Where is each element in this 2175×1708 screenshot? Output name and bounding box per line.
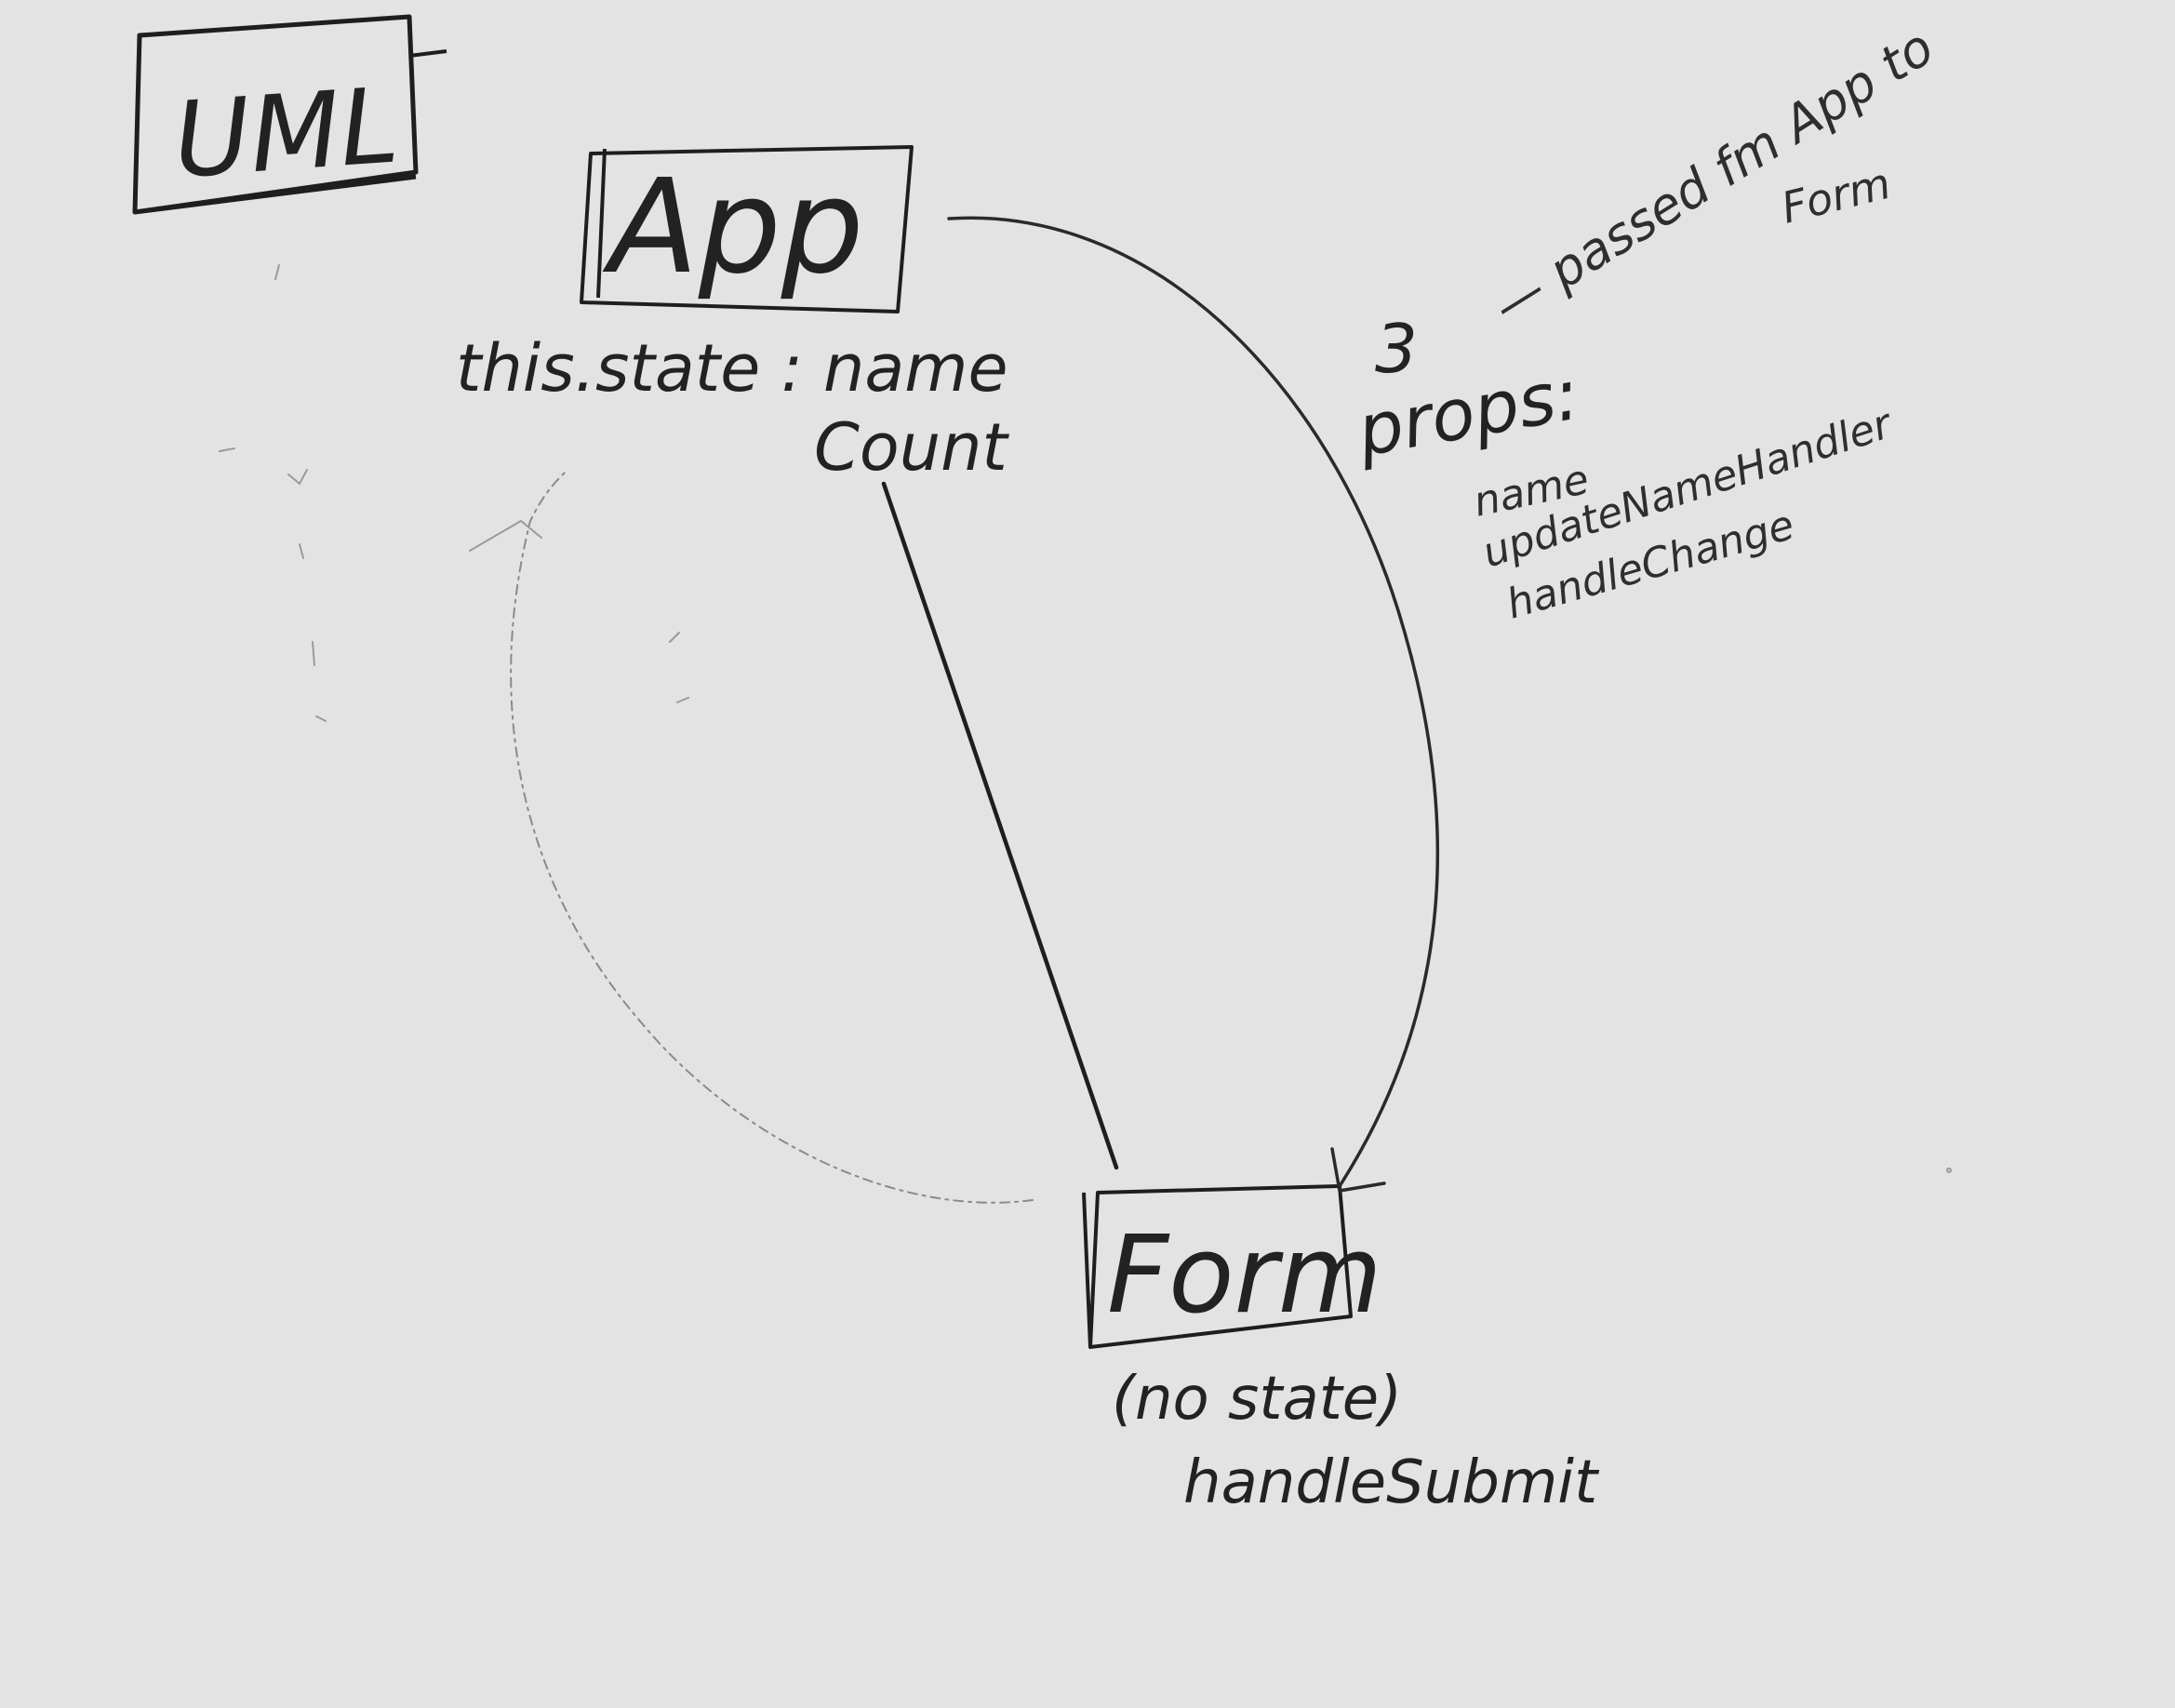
app-label: App [602, 152, 864, 303]
app-node: App this.state : name Count [456, 145, 1009, 486]
props-annotation: 3 props: name updateNameHandler handleCh… [1351, 18, 1943, 629]
form-state-note: (no state) [1112, 1365, 1402, 1434]
form-node: Form (no state) handleSubmit [1082, 1184, 1600, 1517]
faint-marks [219, 264, 1952, 1173]
uml-title-text: UML [170, 65, 402, 201]
app-state-field-count: Count [814, 409, 1009, 486]
form-label: Form [1107, 1213, 1382, 1338]
props-arrow-curve [947, 216, 1440, 1188]
props-arrow [947, 216, 1440, 1193]
props-count: 3 [1375, 310, 1418, 388]
props-arrowhead [1330, 1147, 1386, 1193]
app-state-prefix: this.state : [456, 330, 803, 407]
form-method-handlesubmit: handleSubmit [1183, 1448, 1600, 1517]
faint-return-arrowhead [469, 519, 542, 552]
uml-title-box [132, 14, 419, 215]
app-box [580, 145, 914, 314]
app-form-connector [881, 481, 1119, 1170]
props-note-line2: Form [1777, 158, 1896, 234]
faint-return-curve [510, 469, 1034, 1204]
app-state-field-name: name [823, 330, 1008, 407]
form-box [1082, 1184, 1353, 1349]
uml-title-group: UML [132, 14, 447, 215]
